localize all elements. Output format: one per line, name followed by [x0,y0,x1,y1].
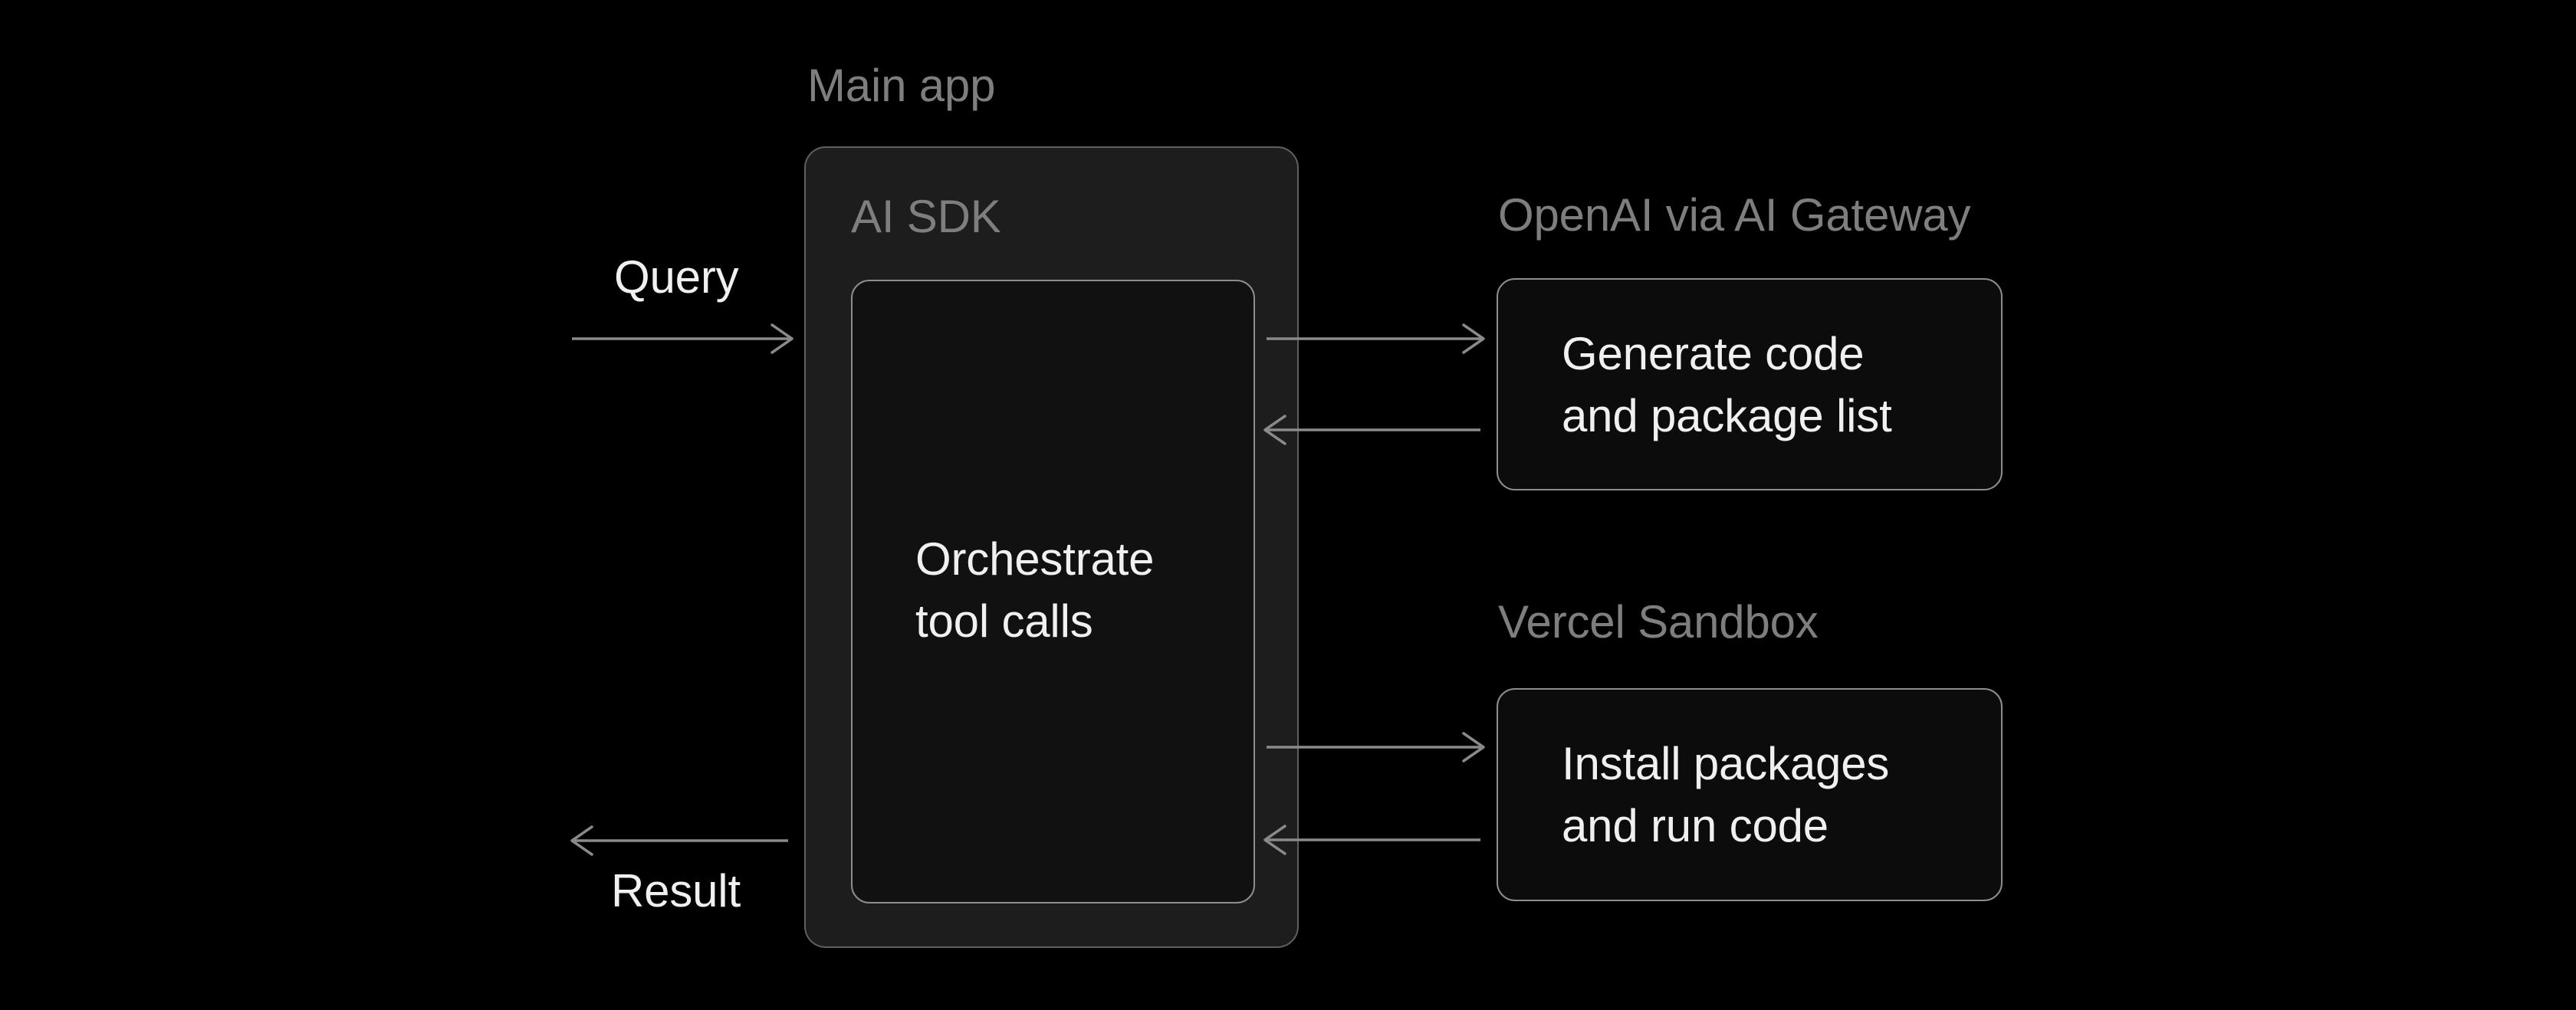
result-arrow [570,825,788,856]
sandbox-request-arrow [1267,732,1485,762]
ai-sdk-label: AI SDK [851,191,1001,242]
openai-gateway-title: OpenAI via AI Gateway [1498,189,1971,241]
vercel-sandbox-title: Vercel Sandbox [1498,596,1819,648]
orchestrate-line-1: Orchestrate [915,533,1155,585]
main-app-box: AI SDK Orchestrate tool calls [804,146,1299,948]
openai-box-line-2: and package list [1562,389,1892,441]
result-label: Result [611,865,741,917]
query-arrow [572,323,794,354]
openai-request-arrow [1267,323,1485,354]
orchestrate-text: Orchestrate tool calls [915,528,1155,652]
openai-gateway-box: Generate code and package list [1497,278,2003,490]
main-app-title: Main app [807,60,996,111]
openai-box-line-1: Generate code [1562,327,1865,379]
sandbox-box-line-2: and run code [1562,800,1829,851]
vercel-sandbox-box: Install packages and run code [1497,688,2003,901]
query-label: Query [614,251,739,303]
orchestrate-box: Orchestrate tool calls [851,280,1255,903]
orchestrate-line-2: tool calls [915,595,1093,647]
sandbox-box-line-1: Install packages [1562,738,1890,789]
